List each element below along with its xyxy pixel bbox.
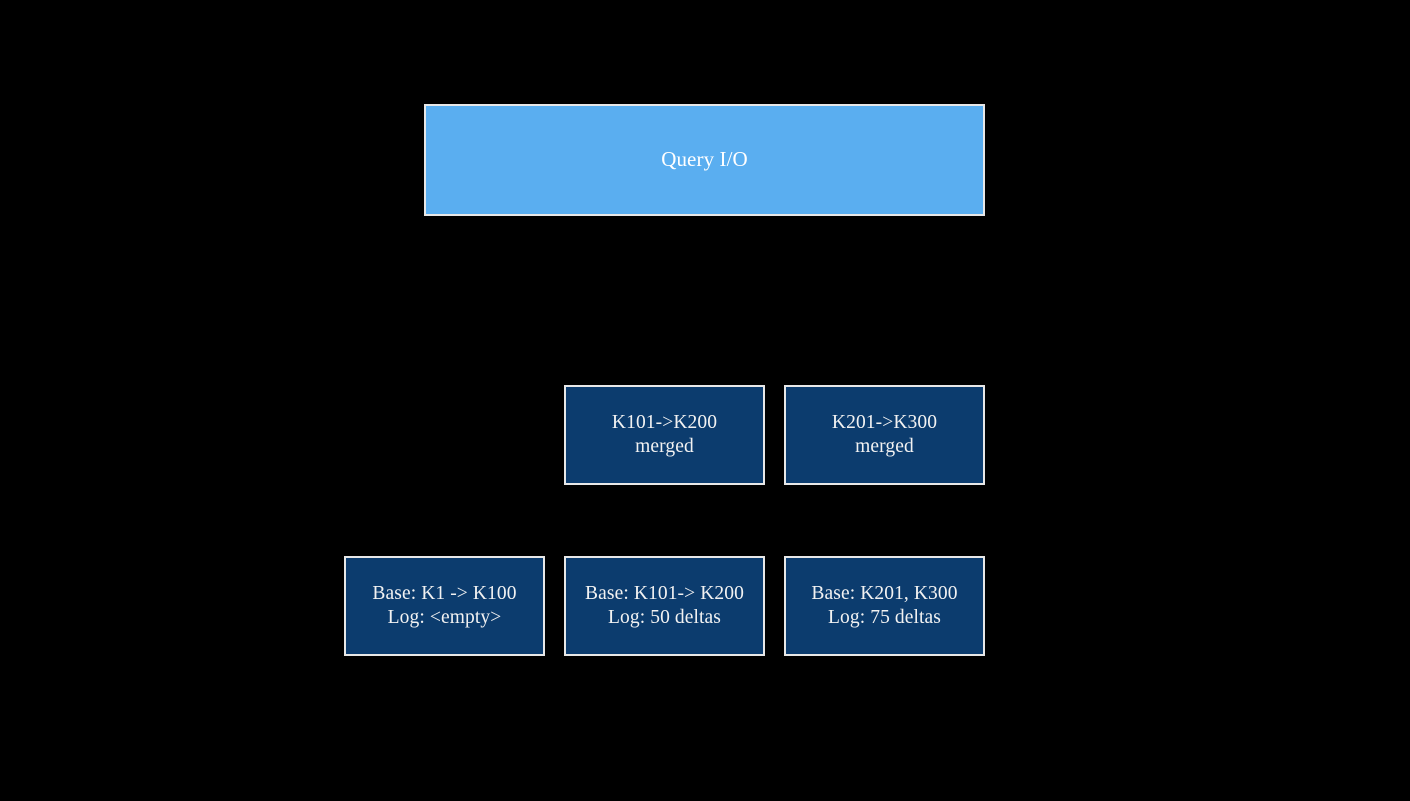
base-segment-log-2: Log: 50 deltas [608,607,721,628]
base-segment-base-3: Base: K201, K300 [811,583,958,605]
merged-segment-state-1: merged [635,436,694,457]
query-io-label: Query I/O [661,147,748,172]
base-segment-log-1: Log: <empty> [387,607,502,628]
query-io-node[interactable]: Query I/O [424,104,985,216]
merged-segment-node-1[interactable]: K101->K200 merged [564,385,765,485]
base-segment-base-1: Base: K1 -> K100 [372,583,517,605]
base-segment-node-3[interactable]: Base: K201, K300 Log: 75 deltas [784,556,985,656]
merged-segment-range-2: K201->K300 [831,412,938,434]
base-segment-node-2[interactable]: Base: K101-> K200 Log: 50 deltas [564,556,765,656]
merged-segment-node-2[interactable]: K201->K300 merged [784,385,985,485]
base-segment-node-1[interactable]: Base: K1 -> K100 Log: <empty> [344,556,545,656]
base-segment-log-3: Log: 75 deltas [828,607,941,628]
merged-segment-range-1: K101->K200 [611,412,718,434]
base-segment-base-2: Base: K101-> K200 [585,583,744,605]
merged-segment-state-2: merged [855,436,914,457]
